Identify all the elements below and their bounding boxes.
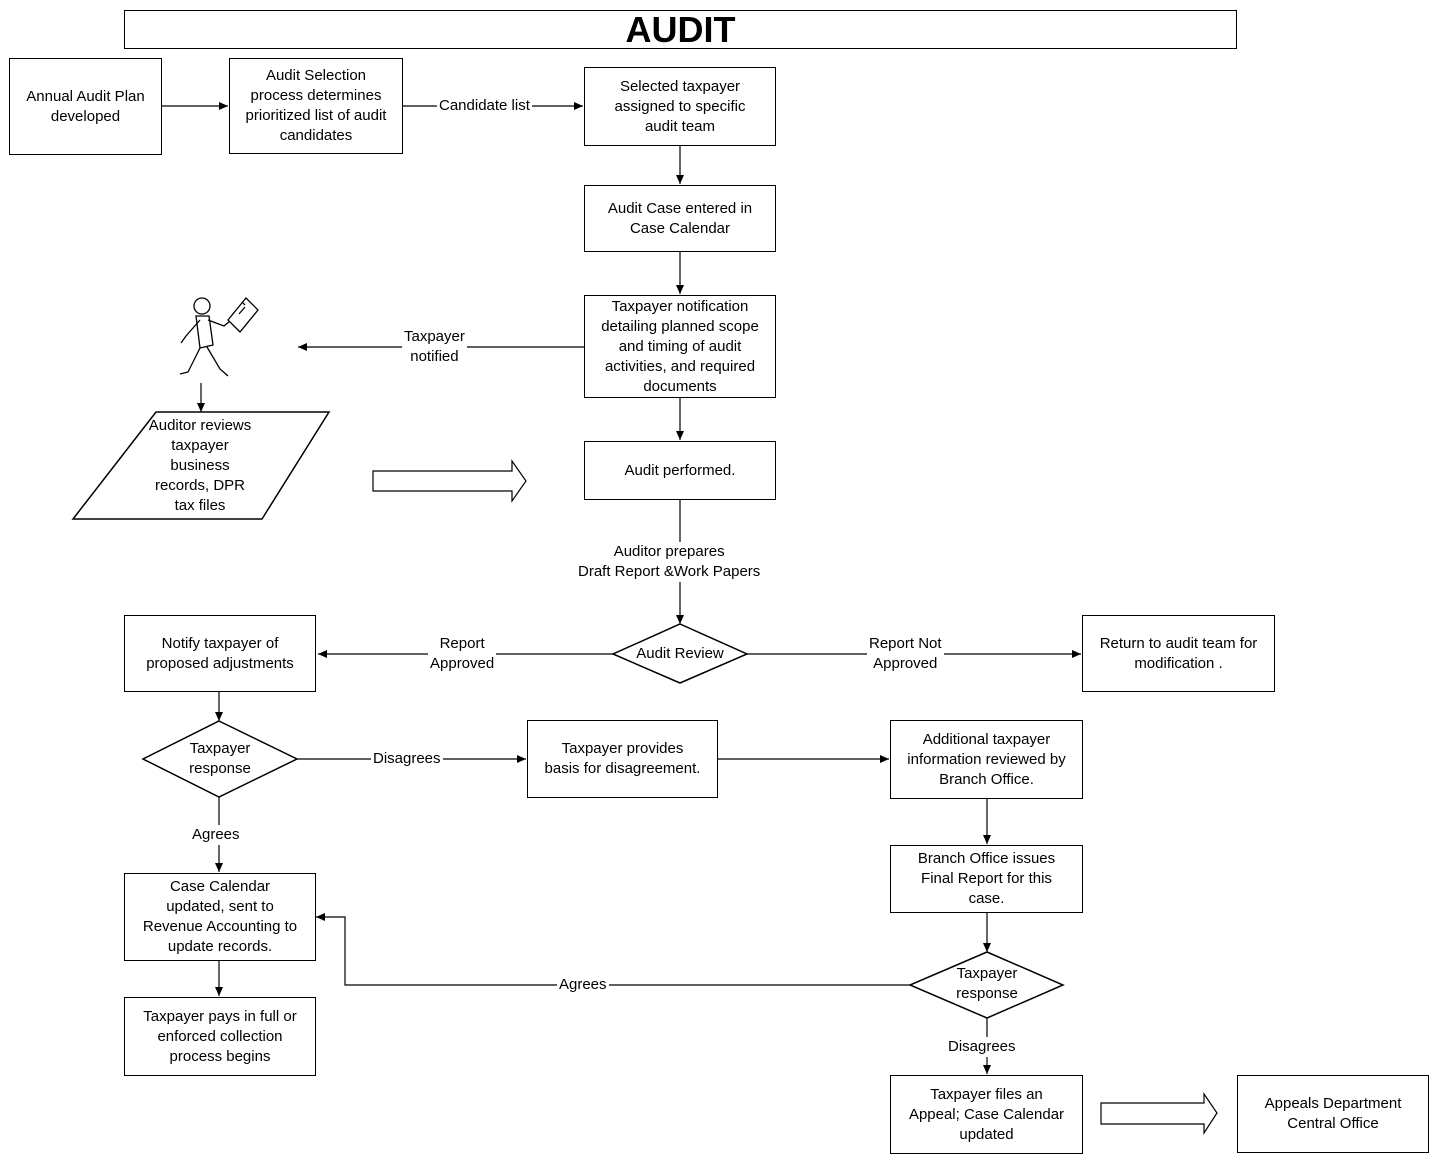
page-title: AUDIT: [124, 9, 1237, 50]
edge-label-agrees-2: Agrees: [557, 975, 609, 995]
audit-selection-box: Audit Selection process determines prior…: [229, 58, 403, 154]
taxpayer-pays-box: Taxpayer pays in full or enforced collec…: [124, 997, 316, 1076]
files-appeal-box: Taxpayer files an Appeal; Case Calendar …: [890, 1075, 1083, 1154]
edge-label-taxpayer-notified: Taxpayer notified: [402, 327, 467, 367]
notify-adjustments-box: Notify taxpayer of proposed adjustments: [124, 615, 316, 692]
edge-label-agrees-1: Agrees: [190, 825, 242, 845]
additional-info-box: Additional taxpayer information reviewed…: [890, 720, 1083, 799]
taxpayer-response-2-diamond: [908, 951, 1065, 1019]
appeals-department-box: Appeals Department Central Office: [1237, 1075, 1429, 1153]
auditor-reviews-text: Auditor reviews taxpayer business record…: [148, 417, 252, 514]
person-carrying-letter-icon: [179, 297, 259, 377]
auditor-reviews-shape: [71, 411, 331, 520]
calendar-updated-box: Case Calendar updated, sent to Revenue A…: [124, 873, 316, 961]
audit-performed-box: Audit performed.: [584, 441, 776, 500]
return-to-team-box: Return to audit team for modification .: [1082, 615, 1275, 692]
taxpayer-notification-box: Taxpayer notification detailing planned …: [584, 295, 776, 398]
edge-label-disagrees-1: Disagrees: [371, 749, 443, 769]
edge-label-report-approved: Report Approved: [428, 634, 497, 674]
edge-label-draft-report: Auditor prepares Draft Report &Work Pape…: [576, 542, 763, 582]
taxpayer-response-1-diamond: [141, 720, 299, 798]
final-report-box: Branch Office issues Final Report for th…: [890, 845, 1083, 913]
block-arrow-1: [372, 459, 527, 503]
taxpayer-response-2-text: Taxpayer response: [956, 965, 1018, 1002]
taxpayer-assigned-box: Selected taxpayer assigned to specific a…: [584, 67, 776, 146]
edge-response2-to-calendar: [316, 913, 910, 986]
annual-audit-plan-box: Annual Audit Plan developed: [9, 58, 162, 155]
edge-label-disagrees-2: Disagrees: [946, 1037, 1018, 1057]
taxpayer-response-1-text: Taxpayer response: [189, 740, 251, 777]
block-arrow-2: [1100, 1092, 1218, 1136]
edge-label-report-not-approved: Report Not Approved: [867, 634, 944, 674]
audit-review-diamond: [611, 623, 749, 684]
audit-review-text: Audit Review: [636, 645, 724, 662]
case-entered-box: Audit Case entered in Case Calendar: [584, 185, 776, 252]
edge-label-candidate-list: Candidate list: [437, 96, 532, 116]
provides-basis-box: Taxpayer provides basis for disagreement…: [527, 720, 718, 798]
